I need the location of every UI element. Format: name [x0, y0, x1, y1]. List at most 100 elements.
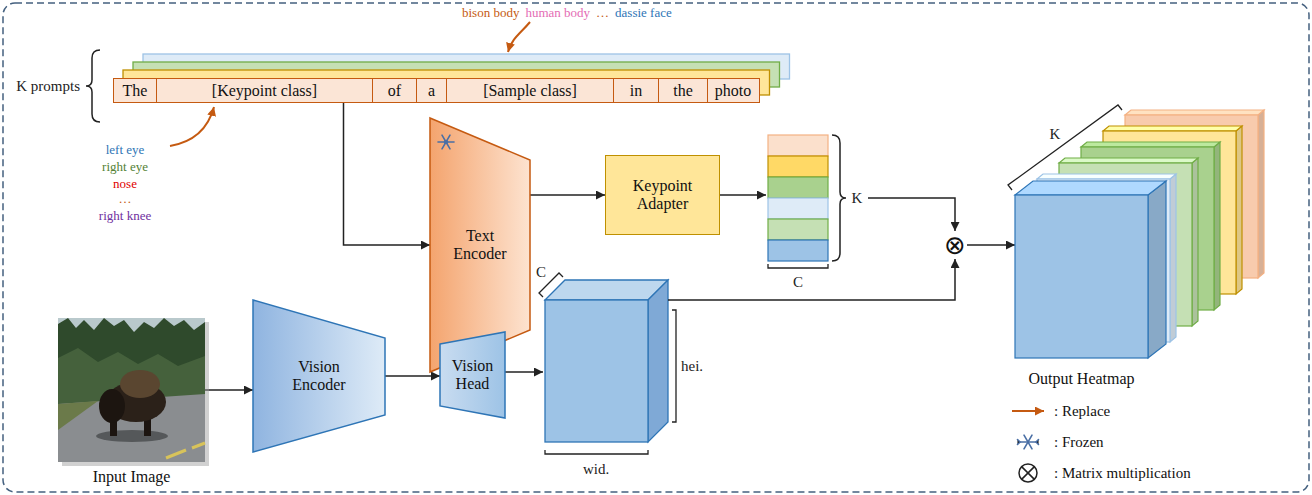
heatmap-layer-part: [1015, 195, 1148, 358]
embedding-stack-part: [768, 240, 828, 261]
outer-frame: [3, 3, 1309, 492]
flow-connector: [967, 244, 1015, 246]
heatmap-layer-part: [1148, 181, 1166, 358]
legend-frozen-sample-part: [1018, 440, 1039, 445]
trapezoid-outline: [430, 118, 530, 372]
dimension-label: wid.: [583, 461, 609, 478]
dimension-label: K: [852, 190, 863, 207]
node-label: [Sample class]: [483, 82, 577, 100]
legend-text: : Frozen: [1054, 434, 1104, 451]
embedding-stack-part: [768, 135, 828, 156]
feature-cube-part: [545, 300, 648, 442]
feature-cube-part: [648, 280, 668, 442]
node-shape-part: [58, 318, 205, 462]
node-shape-part: [99, 389, 125, 423]
frozen-icon: [438, 135, 454, 149]
legend-frozen-sample-part: [1024, 435, 1032, 449]
replace-arrow: [508, 22, 530, 52]
flow-connector: [205, 389, 253, 391]
frozen-icon-part: [442, 135, 450, 149]
output-heatmap: Output Heatmap: [1015, 100, 1270, 392]
prompt-token: [Keypoint class]: [156, 78, 374, 103]
embedding-stack-part: [768, 156, 828, 177]
node-label: Vision Head: [447, 357, 499, 394]
text-encoder: Text Encoder: [430, 118, 530, 372]
input-image: Input Image: [58, 318, 205, 490]
vision-encoder: Vision Encoder: [253, 300, 385, 452]
legend-text: : Matrix multiplication: [1054, 465, 1191, 482]
node-label: Text Encoder: [445, 227, 515, 264]
feature-cube-part: [545, 280, 668, 300]
keypoint-class-option: nose: [113, 177, 137, 191]
heatmap-layer-part: [1170, 174, 1176, 342]
flow-arrow: [505, 371, 543, 373]
heatmap-layer-part: [1125, 110, 1264, 115]
trapezoid-outline: [440, 332, 505, 418]
prompt-token: photo: [707, 78, 760, 103]
embedding-stack-part: [768, 198, 828, 219]
node-shape-part: [96, 430, 168, 442]
node-label: of: [388, 82, 401, 100]
legend-matmul-sample: [1019, 464, 1037, 482]
keypoint-adapter: Keypoint Adapter: [605, 155, 720, 235]
dimension-label: C: [793, 274, 803, 291]
node-shape-part: [166, 450, 186, 458]
prompt-token: a: [416, 78, 448, 103]
flow-connector: [385, 375, 440, 377]
flow-connector: [530, 194, 605, 196]
dimension-label: hei.: [681, 358, 703, 375]
c-bracket: [768, 264, 828, 268]
legend-matmul-sample-part: [1019, 464, 1037, 482]
feature-cube: [545, 280, 668, 442]
embedding-stack: [768, 135, 828, 261]
node-shape-part: [192, 443, 205, 448]
node-label: Input Image: [58, 468, 205, 486]
node-label: [Keypoint class]: [212, 82, 317, 100]
heatmap-layer: [1015, 181, 1166, 358]
sample-class-option: bison body: [462, 6, 519, 20]
dimension-label: C: [536, 264, 546, 281]
flow-arrow: [668, 259, 955, 300]
node-label: Output Heatmap: [1015, 370, 1148, 388]
node-label: in: [630, 82, 642, 100]
heatmap-layer-part: [1037, 174, 1176, 179]
heatmap-layer-part: [1081, 142, 1220, 147]
height-bracket: [672, 310, 676, 422]
node-shape-part: [58, 318, 205, 404]
prompt-brace: [86, 50, 100, 122]
sample-class-option: dassie face: [615, 6, 672, 20]
node-shape-part: [58, 401, 98, 430]
prompt-token: of: [372, 78, 417, 103]
matmul-operator: ⊗: [943, 233, 967, 257]
frozen-icon-part: [445, 141, 448, 144]
node-label: Keypoint Adapter: [623, 177, 703, 214]
prompt-token: in: [613, 78, 660, 103]
flow-arrow: [720, 194, 766, 196]
frozen-icon-part: [442, 135, 450, 149]
node-shape: [1015, 100, 1270, 392]
embedding-stack-part: [768, 177, 828, 198]
width-bracket: [545, 450, 648, 454]
node-shape-part: [120, 370, 160, 398]
prompt-token: the: [658, 78, 708, 103]
legend-replace-sample: [1012, 410, 1044, 412]
k-brace: [832, 135, 846, 261]
flow-arrow: [868, 198, 955, 231]
legend-text: : Replace: [1054, 403, 1110, 420]
keypoint-class-option: right eye: [102, 160, 148, 174]
ellipsis: …: [596, 6, 609, 20]
heatmap-layer-part: [1236, 126, 1242, 294]
embedding-stack-part: [768, 219, 828, 240]
ellipsis: …: [119, 192, 132, 206]
trapezoid-outline: [253, 300, 385, 452]
prompt-token: The: [113, 78, 157, 103]
keypoint-class-option: left eye: [106, 143, 145, 157]
legend-matmul-sample-part: [1022, 467, 1035, 480]
vision-head: Vision Head: [440, 332, 505, 418]
keypoint-class-option: right knee: [99, 209, 151, 223]
node-shape: [58, 318, 205, 462]
prompt-count: K prompts: [16, 78, 80, 95]
heatmap-layer-part: [1214, 142, 1220, 310]
node-label: a: [428, 82, 435, 100]
